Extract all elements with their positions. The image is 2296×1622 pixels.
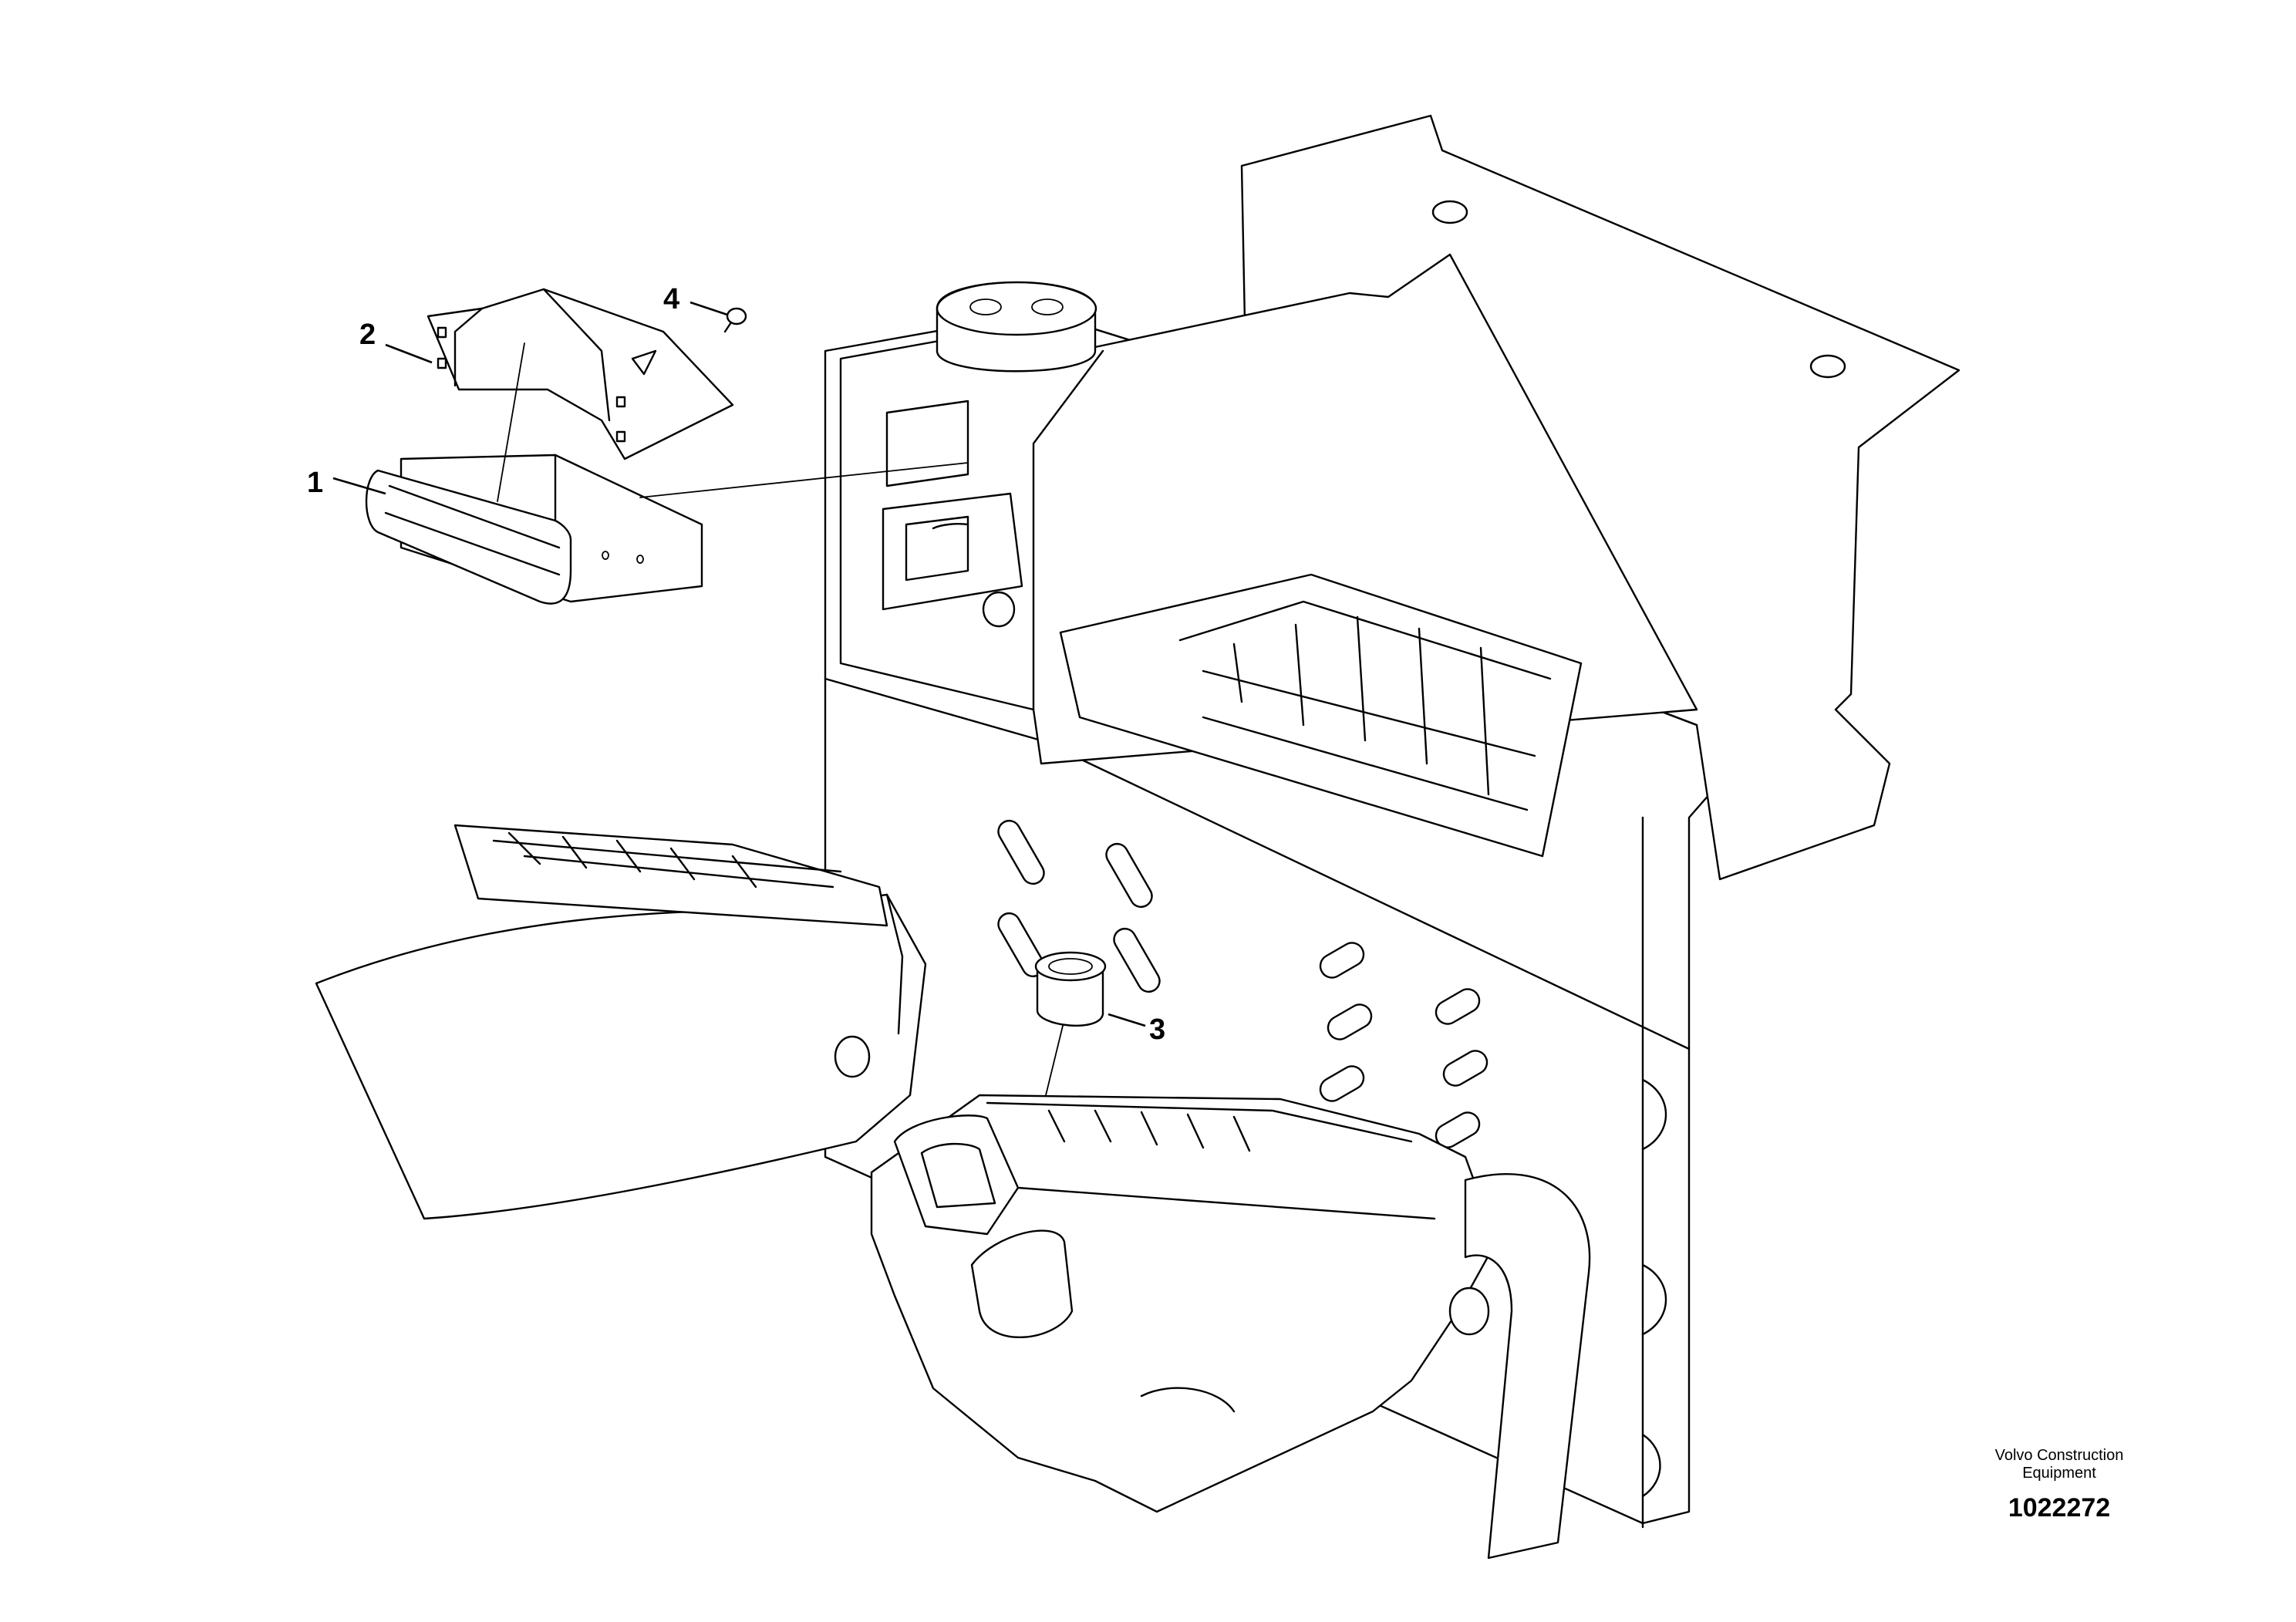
callout-1-label: 1 — [307, 467, 323, 499]
callout-4-label: 4 — [663, 283, 679, 315]
radio-to-bracket-line — [497, 342, 525, 502]
vent-grille — [1059, 573, 1583, 858]
part-4-screw — [723, 307, 747, 333]
radio-slot — [885, 400, 969, 487]
callout-4: 4 — [663, 283, 728, 316]
part-3-guide-line — [1045, 1025, 1064, 1096]
brand-line-2: Equipment — [2022, 1465, 2096, 1482]
callout-3: 3 — [1108, 1013, 1165, 1046]
brand-caption: Volvo Construction Equipment — [1944, 1447, 2175, 1482]
radio-to-slot-line — [639, 462, 969, 498]
part-1-radio — [365, 454, 703, 605]
console-pivot-icon — [1448, 1286, 1490, 1336]
roof-bolt-icon — [1809, 354, 1846, 379]
armrest-plug-icon — [834, 1035, 871, 1078]
right-control-console — [870, 1094, 1591, 1560]
callout-1: 1 — [307, 467, 386, 499]
drawing-number: 1022272 — [2008, 1493, 2111, 1523]
roof-bolt-icon — [1431, 200, 1468, 224]
assembly-lines — [497, 342, 969, 502]
part-3-socket — [1034, 951, 1107, 1096]
left-armrest — [315, 824, 927, 1220]
callout-2-label: 2 — [359, 319, 376, 351]
brand-line-1: Volvo Construction — [1994, 1447, 2124, 1464]
callout-2: 2 — [359, 319, 433, 364]
part-2-bracket — [426, 288, 734, 460]
key-switch-icon — [982, 591, 1016, 628]
callout-3-label: 3 — [1149, 1013, 1165, 1046]
wall-slots — [997, 819, 1489, 1148]
